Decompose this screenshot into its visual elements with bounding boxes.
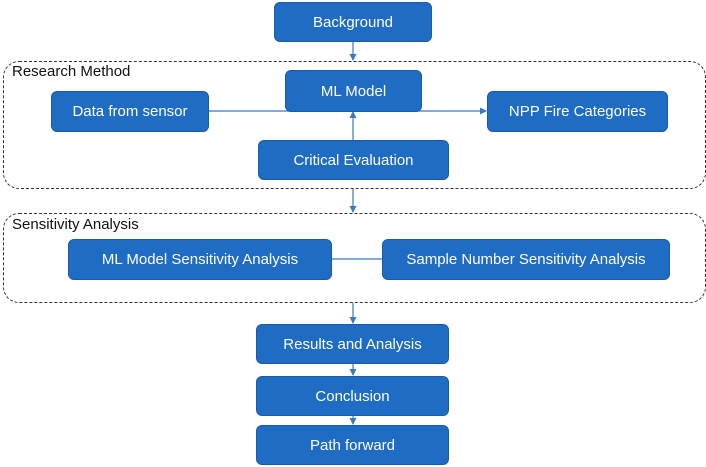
- critical-evaluation-box: Critical Evaluation: [258, 140, 449, 180]
- data-from-sensor-box: Data from sensor: [51, 91, 209, 132]
- results-and-analysis-box: Results and Analysis: [256, 324, 449, 364]
- sensitivity-analysis-label: Sensitivity Analysis: [12, 216, 139, 233]
- ml-model-box: ML Model: [285, 70, 422, 112]
- sample-number-sensitivity-box: Sample Number Sensitivity Analysis: [382, 239, 670, 280]
- path-forward-box: Path forward: [256, 425, 449, 465]
- conclusion-box: Conclusion: [256, 376, 449, 416]
- npp-fire-categories-box: NPP Fire Categories: [487, 91, 668, 132]
- research-method-label: Research Method: [12, 63, 131, 80]
- background-box: Background: [274, 2, 432, 42]
- ml-model-sensitivity-box: ML Model Sensitivity Analysis: [68, 239, 332, 280]
